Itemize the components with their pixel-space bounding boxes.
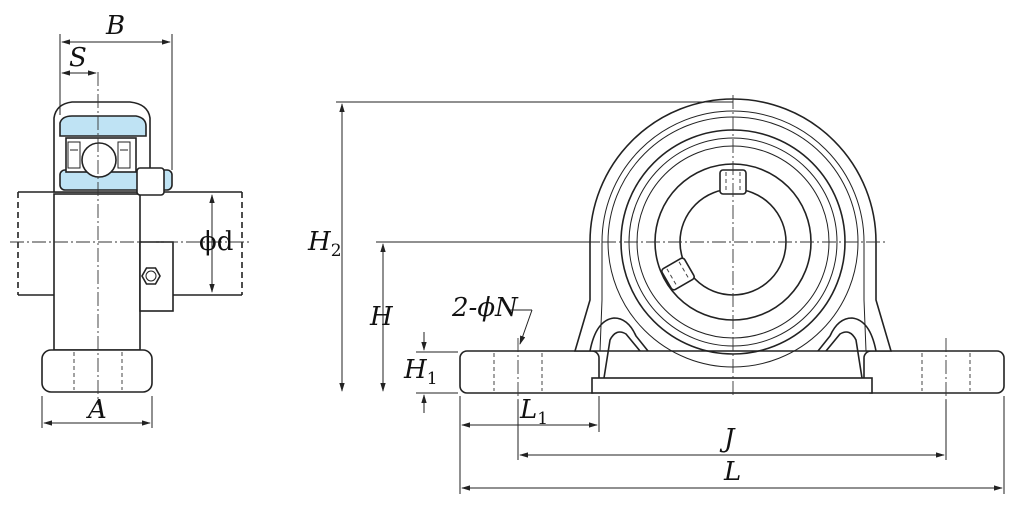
label-l1: L1 [519, 395, 548, 429]
dimension-s: S [61, 43, 97, 76]
label-h1: H1 [403, 355, 438, 389]
side-view: B S ϕd A [10, 11, 250, 428]
dimension-h1: H1 [403, 332, 458, 413]
dimension-b: B [59, 11, 173, 170]
label-h2: H2 [307, 227, 342, 261]
dimension-a: A [41, 395, 153, 428]
dimension-l: L [461, 396, 1005, 494]
bearing-insert [59, 115, 173, 191]
label-j: J [719, 424, 736, 454]
side-view-base [41, 349, 153, 393]
label-n: 2-ϕN [451, 293, 519, 323]
dimension-j: J [517, 400, 947, 460]
label-d: ϕd [199, 227, 233, 257]
dimension-h2: H2 [307, 101, 733, 392]
dimension-d: ϕd [199, 194, 233, 293]
dimension-h: H [369, 241, 600, 392]
label-s: S [69, 43, 87, 73]
label-h: H [369, 302, 394, 332]
right-foot [863, 350, 1005, 394]
dimension-l1: L1 [459, 395, 600, 494]
set-screw [136, 167, 165, 196]
label-l: L [723, 457, 741, 487]
front-view: H2 H H1 2-ϕN L1 [307, 95, 1005, 494]
ball [81, 142, 117, 178]
label-b: B [105, 11, 125, 41]
label-a: A [86, 395, 107, 425]
set-screw-angled [661, 257, 695, 291]
left-foot [459, 350, 600, 394]
center-base [591, 377, 873, 394]
housing-body [53, 193, 174, 351]
dimension-n: 2-ϕN [451, 293, 533, 345]
